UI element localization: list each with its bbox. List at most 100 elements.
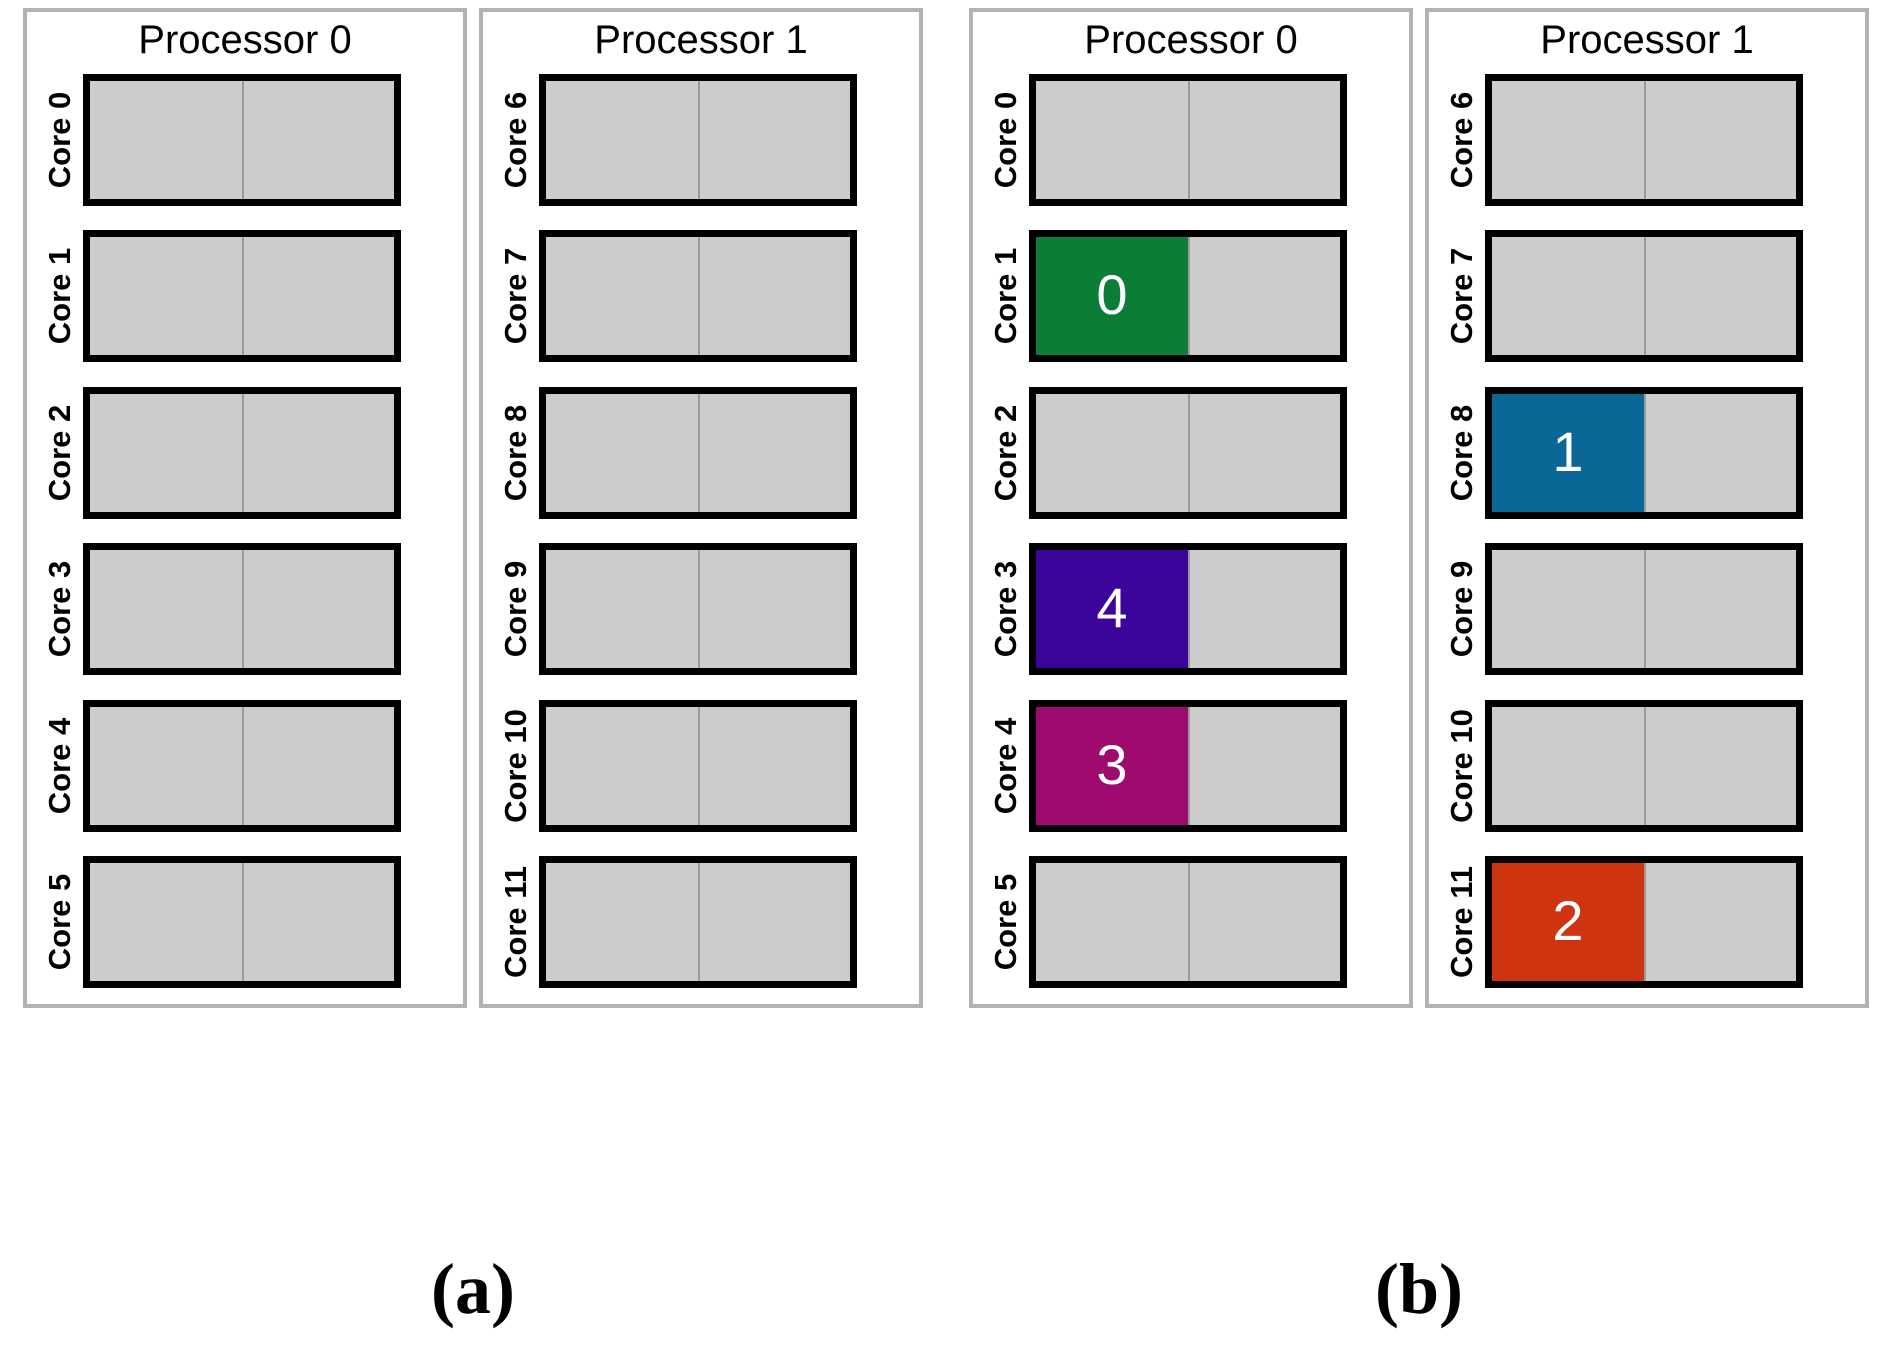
hyperthread-slot-right[interactable] xyxy=(698,706,850,825)
hyperthread-slot-left[interactable]: 1 xyxy=(1492,393,1644,512)
core-box[interactable] xyxy=(83,699,401,832)
core-row: Core 9 xyxy=(1429,541,1865,677)
hyperthread-slot-right[interactable] xyxy=(1644,706,1796,825)
hyperthread-slot-right[interactable] xyxy=(242,237,394,356)
core-label: Core 11 xyxy=(493,854,539,990)
core-box[interactable] xyxy=(539,855,857,988)
hyperthread-slot-left[interactable] xyxy=(90,550,242,669)
hyperthread-slot-right[interactable] xyxy=(1644,393,1796,512)
hyperthread-slot-left[interactable] xyxy=(1492,706,1644,825)
panel-caption: (b) xyxy=(1375,1249,1463,1329)
core-row: Core 5 xyxy=(27,854,463,990)
hyperthread-slot-left[interactable] xyxy=(90,706,242,825)
core-box[interactable]: 2 xyxy=(1485,855,1803,988)
hyperthread-slot-left[interactable] xyxy=(546,393,698,512)
core-box[interactable] xyxy=(1029,74,1347,206)
core-label-text: Core 4 xyxy=(988,717,1024,814)
hyperthread-slot-right[interactable] xyxy=(1188,237,1340,356)
hyperthread-slot-right[interactable] xyxy=(242,81,394,199)
hyperthread-slot-left[interactable] xyxy=(1036,81,1188,199)
core-box[interactable] xyxy=(539,699,857,832)
hyperthread-slot-left[interactable] xyxy=(90,237,242,356)
core-label: Core 2 xyxy=(983,385,1029,521)
core-label: Core 8 xyxy=(493,385,539,521)
hyperthread-slot-left[interactable] xyxy=(546,237,698,356)
hyperthread-slot-left[interactable]: 0 xyxy=(1036,237,1188,356)
core-box[interactable] xyxy=(1485,543,1803,676)
core-box[interactable] xyxy=(539,543,857,676)
core-label-text: Core 0 xyxy=(988,91,1024,189)
hyperthread-slot-right[interactable] xyxy=(698,550,850,669)
core-box[interactable] xyxy=(83,543,401,676)
core-label: Core 5 xyxy=(983,854,1029,990)
core-box[interactable] xyxy=(539,74,857,206)
core-box[interactable]: 3 xyxy=(1029,699,1347,832)
hyperthread-slot-right[interactable] xyxy=(698,393,850,512)
core-row: Core 11 xyxy=(483,854,919,990)
hyperthread-slot-right[interactable] xyxy=(1644,81,1796,199)
hyperthread-slot-right[interactable] xyxy=(698,81,850,199)
hyperthread-slot-left[interactable] xyxy=(1492,237,1644,356)
hyperthread-slot-left[interactable] xyxy=(1036,862,1188,981)
core-box[interactable] xyxy=(83,230,401,363)
core-label-text: Core 1 xyxy=(988,248,1024,345)
core-label-text: Core 11 xyxy=(498,865,534,978)
hyperthread-slot-right[interactable] xyxy=(1644,550,1796,669)
hyperthread-slot-left[interactable] xyxy=(90,862,242,981)
hyperthread-slot-left[interactable] xyxy=(1036,393,1188,512)
hyperthread-slot-right[interactable] xyxy=(242,706,394,825)
core-row: Core 0 xyxy=(973,72,1409,208)
core-label-text: Core 7 xyxy=(498,248,534,345)
core-label-text: Core 0 xyxy=(42,91,78,189)
hyperthread-slot-right[interactable] xyxy=(1644,237,1796,356)
hyperthread-slot-left[interactable]: 3 xyxy=(1036,706,1188,825)
core-box[interactable] xyxy=(1485,74,1803,206)
core-box[interactable] xyxy=(83,74,401,206)
hyperthread-slot-left[interactable] xyxy=(90,81,242,199)
core-box[interactable]: 1 xyxy=(1485,386,1803,519)
hyperthread-slot-left[interactable]: 2 xyxy=(1492,862,1644,981)
core-box[interactable]: 0 xyxy=(1029,230,1347,363)
hyperthread-slot-left[interactable] xyxy=(546,81,698,199)
hyperthread-slot-right[interactable] xyxy=(698,862,850,981)
hyperthread-slot-right[interactable] xyxy=(1188,706,1340,825)
core-box[interactable] xyxy=(1029,386,1347,519)
processor-title: Processor 1 xyxy=(1540,18,1754,62)
core-box[interactable] xyxy=(1485,230,1803,363)
hyperthread-slot-left[interactable] xyxy=(1492,550,1644,669)
core-box[interactable] xyxy=(539,230,857,363)
processor-title: Processor 0 xyxy=(1084,18,1298,62)
hyperthread-slot-right[interactable] xyxy=(1188,81,1340,199)
core-row: Core 8 xyxy=(483,385,919,521)
hyperthread-slot-right[interactable] xyxy=(1188,550,1340,669)
core-box[interactable]: 4 xyxy=(1029,543,1347,676)
hyperthread-slot-right[interactable] xyxy=(1188,862,1340,981)
core-box[interactable] xyxy=(539,386,857,519)
core-label-text: Core 11 xyxy=(1444,865,1480,978)
core-row: Core 10 xyxy=(1429,698,1865,834)
hyperthread-slot-left[interactable] xyxy=(546,706,698,825)
core-box[interactable] xyxy=(1029,855,1347,988)
hyperthread-slot-left[interactable] xyxy=(1492,81,1644,199)
core-box[interactable] xyxy=(1485,699,1803,832)
hyperthread-slot-left[interactable] xyxy=(546,862,698,981)
hyperthread-slot-right[interactable] xyxy=(1188,393,1340,512)
core-row: Core 6 xyxy=(483,72,919,208)
hyperthread-slot-right[interactable] xyxy=(242,550,394,669)
hyperthread-slot-right[interactable] xyxy=(242,862,394,981)
hyperthread-slot-left[interactable]: 4 xyxy=(1036,550,1188,669)
core-label-text: Core 10 xyxy=(498,708,534,823)
task-id-label: 0 xyxy=(1096,263,1128,327)
task-id-label: 3 xyxy=(1096,732,1128,796)
core-box[interactable] xyxy=(83,386,401,519)
hyperthread-slot-right[interactable] xyxy=(698,237,850,356)
hyperthread-slot-right[interactable] xyxy=(1644,862,1796,981)
core-box[interactable] xyxy=(83,855,401,988)
hyperthread-slot-right[interactable] xyxy=(242,393,394,512)
hyperthread-slot-left[interactable] xyxy=(90,393,242,512)
hyperthread-slot-left[interactable] xyxy=(546,550,698,669)
core-row: Core 7 xyxy=(1429,228,1865,364)
